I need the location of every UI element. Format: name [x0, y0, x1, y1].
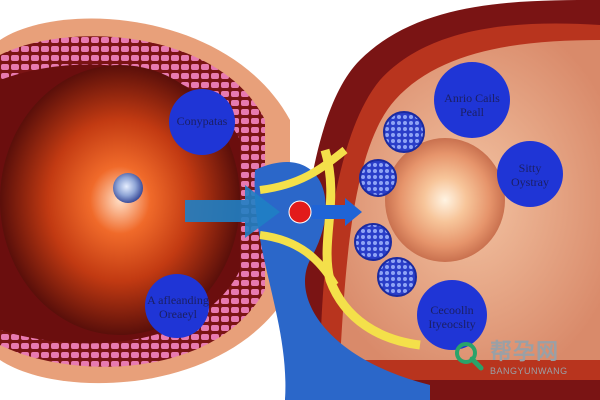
watermark-en: BANGYUNWANG: [490, 366, 568, 376]
nucleus-dot: [113, 173, 143, 203]
label-right-bottom: Cecoolln Ityeocslty: [416, 303, 488, 332]
watermark-cn: 帮孕网: [490, 340, 560, 365]
label-right-top: Anrio Cails Peall: [430, 91, 514, 120]
bubble-left-top: [169, 89, 235, 155]
label-left-bottom: A afleanding Oreaeyl: [140, 293, 216, 322]
right-arrow: [312, 198, 362, 226]
bubble-right-bottom: [417, 280, 487, 350]
bubble-left-bottom: [145, 274, 209, 338]
bubble-right-top: [434, 62, 510, 138]
watermark: 帮孕网 BANGYUNWANG: [452, 334, 568, 376]
magnifier-logo-icon: [455, 342, 484, 371]
flow-arrows: [185, 185, 362, 238]
label-left-bottom-line1: A afleanding: [147, 293, 209, 307]
cell-cluster: [377, 257, 417, 297]
label-left-top: Conypatas: [168, 114, 236, 129]
cell-cluster: [354, 223, 392, 261]
label-left-top-text: Conypatas: [176, 114, 228, 128]
label-right-mid: Sitty Oystray: [498, 161, 562, 190]
label-right-top-line2: Peall: [460, 104, 484, 119]
red-dot: [288, 200, 312, 224]
left-arrow: [185, 185, 280, 238]
label-right-mid-line1: Sitty: [518, 161, 542, 175]
label-left-bottom-line2: Oreaeyl: [159, 306, 197, 321]
label-right-bottom-line2: Ityeocslty: [428, 316, 476, 331]
label-right-mid-line2: Oystray: [511, 174, 549, 189]
cell-cluster: [359, 159, 397, 197]
right-organ: [254, 0, 600, 400]
bubble-right-mid: [497, 141, 563, 207]
label-right-top-line1: Anrio Cails: [444, 91, 500, 105]
label-right-bottom-line1: Cecoolln: [430, 303, 474, 317]
cell-cluster: [383, 111, 425, 153]
